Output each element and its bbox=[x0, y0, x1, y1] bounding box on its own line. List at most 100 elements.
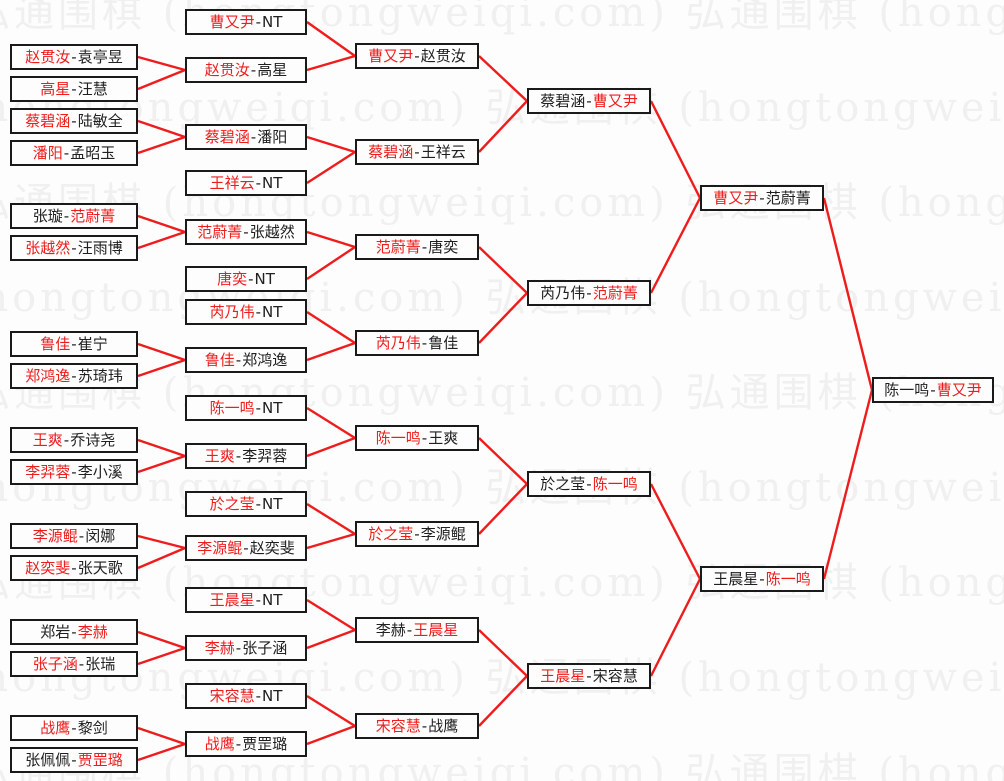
player-left: 於之莹 bbox=[368, 524, 414, 543]
player-left: 王爽 bbox=[204, 446, 235, 465]
match-box[interactable]: 张子涵-张瑞 bbox=[10, 651, 138, 677]
match-box[interactable]: 高星-汪慧 bbox=[10, 76, 138, 102]
match-box[interactable]: 於之莹-NT bbox=[185, 491, 307, 517]
player-right: 崔宁 bbox=[77, 334, 108, 353]
match-box[interactable]: 郑鸿逸-苏琦玮 bbox=[10, 363, 138, 389]
match-box[interactable]: 芮乃伟-范蔚菁 bbox=[527, 280, 651, 306]
versus-separator: - bbox=[71, 622, 77, 641]
player-left: 高星 bbox=[40, 79, 71, 98]
player-right: 乔诗尧 bbox=[70, 430, 116, 449]
player-left: 蔡碧涵 bbox=[25, 111, 71, 130]
player-left: 张璇 bbox=[32, 206, 63, 225]
versus-separator: - bbox=[255, 173, 262, 192]
bracket-connector-line bbox=[306, 21, 356, 57]
bracket-connector-line bbox=[306, 436, 356, 458]
match-box[interactable]: 范蔚菁-唐奕 bbox=[355, 234, 479, 260]
match-box[interactable]: 张璇-范蔚菁 bbox=[10, 203, 138, 229]
match-box[interactable]: 於之莹-李源鲲 bbox=[355, 521, 479, 547]
bracket-connector-line bbox=[306, 246, 356, 280]
bracket-connector-line bbox=[478, 100, 528, 153]
player-left: 鲁佳 bbox=[40, 334, 71, 353]
match-box[interactable]: 范蔚菁-张越然 bbox=[185, 219, 307, 245]
match-box[interactable]: 陈一鸣-曹又尹 bbox=[872, 377, 994, 403]
versus-separator: - bbox=[421, 333, 428, 352]
match-box[interactable]: 唐奕-NT bbox=[185, 266, 307, 292]
bracket-connector-line bbox=[137, 726, 186, 746]
match-box[interactable]: 曹又尹-范蔚菁 bbox=[700, 185, 824, 211]
versus-separator: - bbox=[255, 12, 262, 31]
player-right: 唐奕 bbox=[428, 237, 459, 256]
match-box[interactable]: 李赫-王晨星 bbox=[355, 617, 479, 643]
match-box[interactable]: 王晨星-宋容慧 bbox=[527, 663, 651, 689]
player-right: 李源鲲 bbox=[420, 524, 466, 543]
player-left: 郑岩 bbox=[40, 622, 71, 641]
match-box[interactable]: 李源鲲-赵奕斐 bbox=[185, 535, 307, 561]
player-left: 蔡碧涵 bbox=[368, 142, 414, 161]
match-box[interactable]: 曹又尹-NT bbox=[185, 9, 307, 35]
player-right: 王爽 bbox=[428, 428, 459, 447]
versus-separator: - bbox=[421, 716, 428, 735]
player-left: 曹又尹 bbox=[713, 188, 759, 207]
match-box[interactable]: 王晨星-陈一鸣 bbox=[700, 566, 824, 592]
match-box[interactable]: 於之莹-陈一鸣 bbox=[527, 471, 651, 497]
match-box[interactable]: 王爽-乔诗尧 bbox=[10, 427, 138, 453]
match-box[interactable]: 战鹰-黎剑 bbox=[10, 715, 138, 741]
match-box[interactable]: 李羿蓉-李小溪 bbox=[10, 459, 138, 485]
player-right: NT bbox=[254, 269, 275, 288]
match-box[interactable]: 战鹰-贾罡璐 bbox=[185, 731, 307, 757]
bracket-connector-line bbox=[137, 214, 186, 234]
versus-separator: - bbox=[255, 494, 262, 513]
player-right: 李小溪 bbox=[77, 462, 123, 481]
player-right: 闵娜 bbox=[85, 526, 116, 545]
match-box[interactable]: 陈一鸣-王爽 bbox=[355, 425, 479, 451]
match-box[interactable]: 芮乃伟-鲁佳 bbox=[355, 330, 479, 356]
bracket-connector-line bbox=[649, 578, 702, 677]
match-box[interactable]: 李赫-张子涵 bbox=[185, 635, 307, 661]
match-box[interactable]: 郑岩-李赫 bbox=[10, 619, 138, 645]
versus-separator: - bbox=[250, 127, 257, 146]
match-box[interactable]: 张越然-汪雨博 bbox=[10, 235, 138, 261]
match-box[interactable]: 陈一鸣-NT bbox=[185, 395, 307, 421]
match-box[interactable]: 宋容慧-NT bbox=[185, 683, 307, 709]
player-left: 潘阳 bbox=[32, 143, 63, 162]
match-box[interactable]: 鲁佳-崔宁 bbox=[10, 331, 138, 357]
match-box[interactable]: 李源鲲-闵娜 bbox=[10, 523, 138, 549]
match-box[interactable]: 王爽-李羿蓉 bbox=[185, 443, 307, 469]
versus-separator: - bbox=[78, 526, 85, 545]
player-left: 范蔚菁 bbox=[375, 237, 421, 256]
match-box[interactable]: 赵贯汝-高星 bbox=[185, 57, 307, 83]
versus-separator: - bbox=[71, 47, 77, 66]
match-box[interactable]: 宋容慧-战鹰 bbox=[355, 713, 479, 739]
match-box[interactable]: 张佩佩-贾罡璐 bbox=[10, 747, 138, 773]
bracket-connector-line bbox=[822, 389, 874, 580]
player-left: 芮乃伟 bbox=[540, 283, 586, 302]
match-box[interactable]: 王晨星-NT bbox=[185, 587, 307, 613]
player-left: 范蔚菁 bbox=[197, 222, 243, 241]
match-box[interactable]: 鲁佳-郑鸿逸 bbox=[185, 347, 307, 373]
match-box[interactable]: 芮乃伟-NT bbox=[185, 299, 307, 325]
player-left: 宋容慧 bbox=[375, 716, 421, 735]
bracket-connector-line bbox=[137, 534, 186, 550]
match-box[interactable]: 赵贯汝-袁亭昱 bbox=[10, 44, 138, 70]
bracket-connector-line bbox=[137, 630, 186, 650]
player-left: 王晨星 bbox=[540, 666, 586, 685]
player-right: 汪雨博 bbox=[77, 238, 123, 257]
bracket-connector-line bbox=[478, 246, 528, 294]
match-box[interactable]: 赵奕斐-张天歌 bbox=[10, 555, 138, 581]
versus-separator: - bbox=[71, 334, 77, 353]
match-box[interactable]: 潘阳-孟昭玉 bbox=[10, 140, 138, 166]
player-left: 芮乃伟 bbox=[375, 333, 421, 352]
match-box[interactable]: 王祥云-NT bbox=[185, 170, 307, 196]
bracket-connector-line bbox=[478, 483, 528, 535]
match-box[interactable]: 蔡碧涵-潘阳 bbox=[185, 124, 307, 150]
player-right: 李羿蓉 bbox=[242, 446, 288, 465]
player-left: 陈一鸣 bbox=[209, 398, 255, 417]
versus-separator: - bbox=[71, 111, 77, 130]
player-right: 陈一鸣 bbox=[765, 569, 811, 588]
versus-separator: - bbox=[586, 91, 592, 110]
match-box[interactable]: 曹又尹-赵贯汝 bbox=[355, 43, 479, 69]
versus-separator: - bbox=[414, 46, 420, 65]
match-box[interactable]: 蔡碧涵-曹又尹 bbox=[527, 88, 651, 114]
match-box[interactable]: 蔡碧涵-王祥云 bbox=[355, 139, 479, 165]
match-box[interactable]: 蔡碧涵-陆敏全 bbox=[10, 108, 138, 134]
